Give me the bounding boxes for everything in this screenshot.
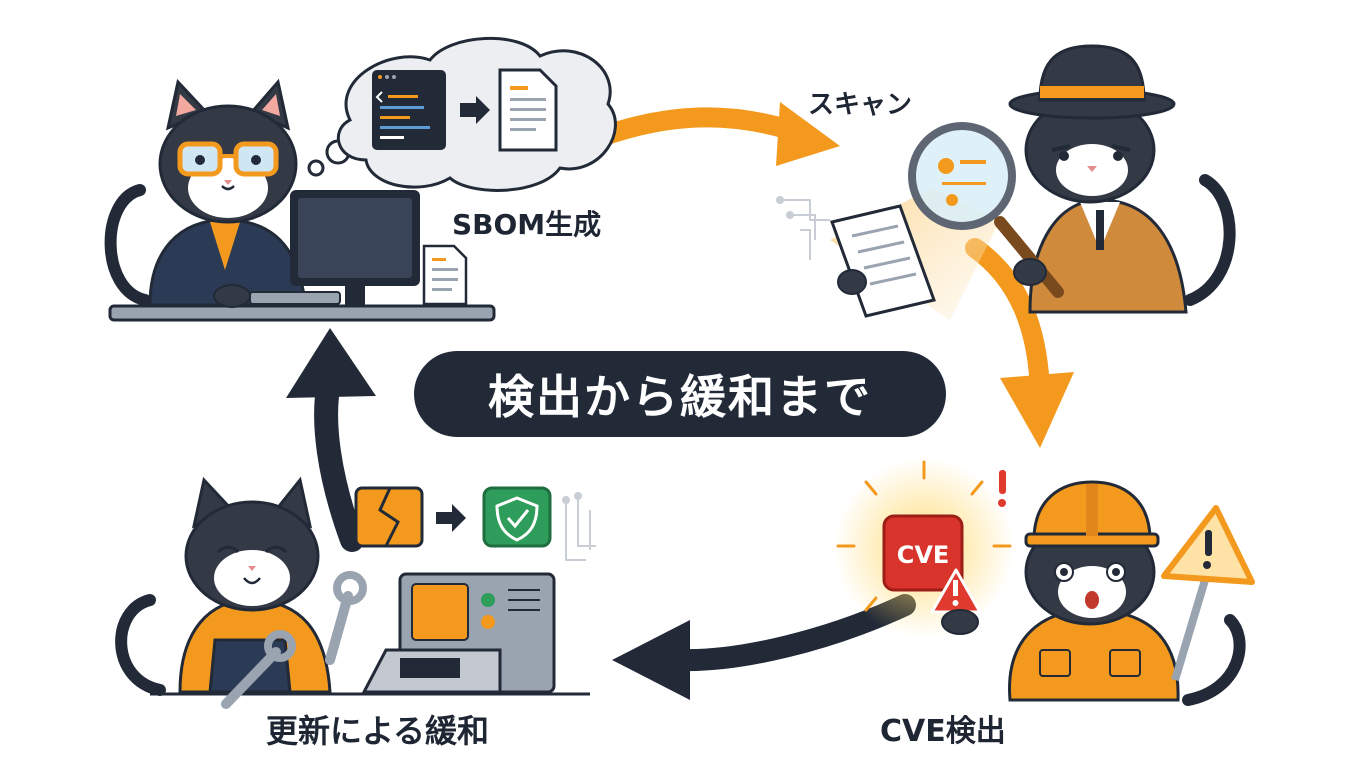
cve-scene: CVE bbox=[834, 458, 1255, 706]
document-icon bbox=[422, 244, 468, 306]
scan-scene bbox=[776, 44, 1236, 320]
cve-badge: CVE bbox=[882, 514, 982, 614]
warning-sign-icon bbox=[1161, 505, 1255, 682]
mechanic-cat bbox=[184, 476, 320, 612]
step-label-mitigation: 更新による緩和 bbox=[266, 712, 490, 750]
code-to-document-icon bbox=[372, 68, 558, 152]
scanned-document-icon bbox=[830, 204, 936, 318]
sbom-scene bbox=[104, 37, 617, 322]
diagram-title: 検出から緩和まで bbox=[488, 370, 872, 424]
arrow-cve-to-fix bbox=[612, 594, 916, 700]
arrow-fix-to-sbom bbox=[286, 328, 376, 552]
shield-check-icon bbox=[482, 486, 552, 548]
detective-cat bbox=[1008, 44, 1176, 204]
mitigation-scene bbox=[115, 476, 596, 709]
exclamation-icon bbox=[998, 470, 1006, 507]
wrench-icon bbox=[221, 571, 367, 709]
step-label-sbom: SBOM生成 bbox=[452, 208, 602, 241]
arrow-scan-to-cve bbox=[965, 238, 1074, 448]
monitor-icon bbox=[290, 190, 420, 306]
cve-badge-label: CVE bbox=[897, 541, 950, 569]
step-label-cve: CVE検出 bbox=[880, 714, 1006, 749]
thought-cloud bbox=[307, 37, 617, 192]
step-label-scan: スキャン bbox=[808, 90, 913, 120]
arrow-sbom-to-scan bbox=[588, 102, 840, 166]
magnifying-glass-icon bbox=[908, 122, 1064, 298]
developer-cat bbox=[158, 78, 298, 224]
server-machine-icon bbox=[361, 572, 556, 694]
broken-chip-icon bbox=[354, 486, 424, 548]
worker-cat bbox=[1024, 480, 1160, 626]
title-banner: 検出から緩和まで bbox=[414, 351, 946, 437]
